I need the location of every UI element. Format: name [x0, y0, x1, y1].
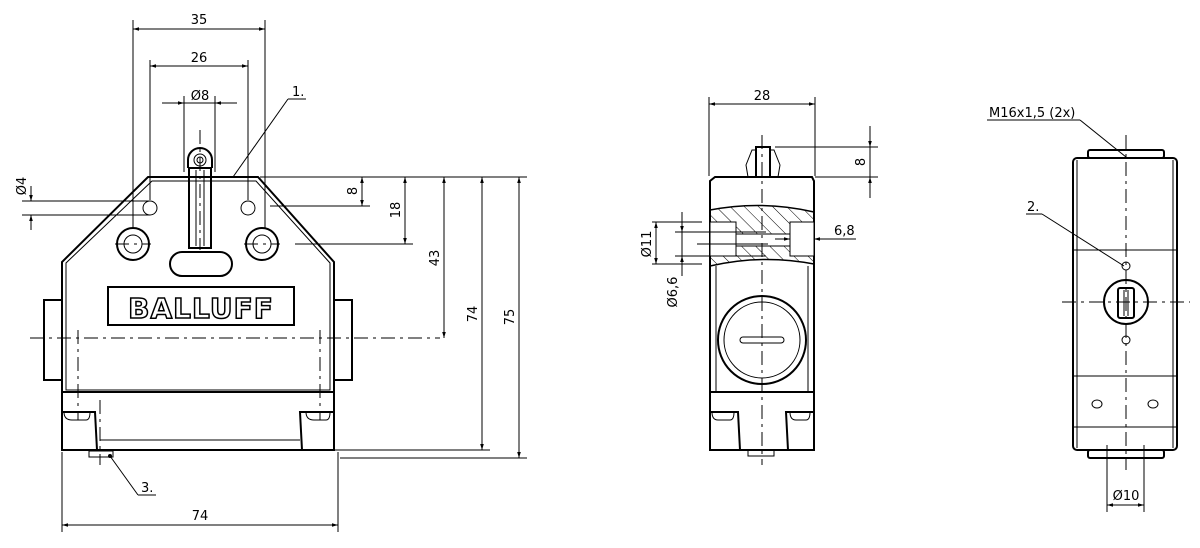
dim-8: 8: [346, 187, 361, 195]
dim-bore-outer: Ø11: [640, 231, 655, 258]
side-view: 28 8 Ø11 Ø6,6 6,8: [640, 89, 878, 465]
dim-74-width: 74: [192, 509, 209, 524]
dim-diameter-10: Ø10: [1113, 489, 1140, 504]
thread-label: M16x1,5 (2x): [989, 106, 1075, 121]
dim-43: 43: [428, 250, 443, 267]
dim-28: 28: [754, 89, 771, 104]
dim-35: 35: [191, 13, 208, 28]
brand-logo: BALLUFF: [128, 292, 274, 325]
callout-2: 2.: [1027, 200, 1039, 215]
dim-75-height: 75: [503, 309, 518, 326]
end-view: M16x1,5 (2x) 2. Ø10: [987, 106, 1190, 512]
dim-plunger-8: 8: [854, 158, 869, 166]
front-view: BALLUFF 35 26 Ø8 1. Ø4: [15, 13, 527, 532]
dim-roller-diameter: Ø8: [191, 89, 210, 104]
dim-26: 26: [191, 51, 208, 66]
dim-18: 18: [389, 202, 404, 219]
callout-3: 3.: [141, 481, 153, 496]
dim-74-height: 74: [466, 306, 481, 323]
callout-1: 1.: [292, 85, 304, 100]
dim-bore-depth: 6,8: [834, 224, 855, 239]
dim-hole-diameter: Ø4: [15, 177, 30, 196]
dim-bore-inner: Ø6,6: [666, 277, 681, 308]
